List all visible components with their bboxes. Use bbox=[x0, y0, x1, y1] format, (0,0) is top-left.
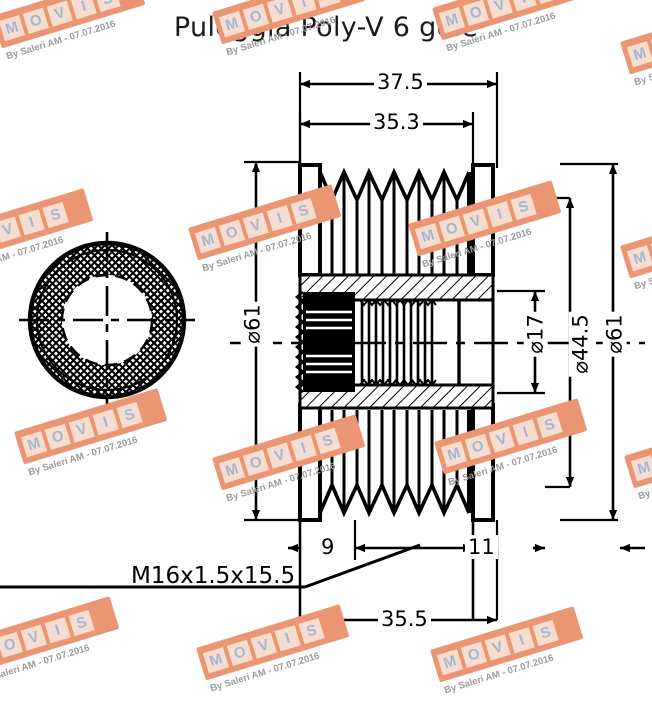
thread-note-leader bbox=[0, 543, 421, 589]
dim-label-11: 11 bbox=[465, 535, 498, 559]
v-grooves-top bbox=[318, 167, 471, 275]
dim-label-44-5: ⌀44.5 bbox=[568, 311, 593, 377]
right-flange-top bbox=[471, 163, 495, 277]
diameter-symbol-17: ⌀ bbox=[523, 341, 548, 354]
dim-middle-bottom bbox=[355, 520, 475, 620]
dim-9 bbox=[288, 520, 357, 620]
spline-teeth-top bbox=[359, 298, 437, 307]
left-flange-bottom bbox=[298, 403, 322, 522]
dim-value-17: 17 bbox=[523, 314, 548, 342]
thread-note-label: M16x1.5x15.5 bbox=[131, 563, 296, 589]
right-flange-bottom bbox=[471, 403, 495, 522]
hub-section bbox=[294, 273, 495, 410]
front-view bbox=[19, 232, 195, 408]
dim-label-35-3: 35.3 bbox=[370, 110, 423, 134]
dim-label-61-right: ⌀61 bbox=[602, 311, 627, 357]
technical-drawing bbox=[0, 72, 645, 625]
dim-label-9: 9 bbox=[318, 535, 338, 559]
dim-label-37-5: 37.5 bbox=[374, 70, 427, 94]
diameter-symbol-44-5: ⌀ bbox=[568, 361, 593, 374]
dim-value-44-5: 44.5 bbox=[568, 314, 593, 362]
dim-value-61-left: 61 bbox=[240, 304, 265, 332]
page-title: Puleggia Poly-V 6 gole bbox=[173, 12, 479, 43]
dim-11 bbox=[495, 520, 645, 560]
dim-label-61-left: ⌀61 bbox=[240, 301, 265, 347]
groove-profile-top bbox=[318, 167, 471, 205]
dim-label-35-5: 35.5 bbox=[378, 607, 431, 631]
groove-profile-bottom bbox=[318, 480, 471, 518]
spline-teeth-bottom bbox=[359, 378, 437, 387]
diameter-symbol-61-right: ⌀ bbox=[602, 341, 627, 354]
thread-relief-lines bbox=[306, 310, 352, 374]
dim-value-61-right: 61 bbox=[602, 314, 627, 342]
v-grooves-bottom bbox=[318, 410, 471, 518]
dim-label-17: ⌀17 bbox=[523, 311, 548, 357]
diameter-symbol-left: ⌀ bbox=[240, 331, 265, 344]
left-flange-top bbox=[298, 163, 322, 277]
